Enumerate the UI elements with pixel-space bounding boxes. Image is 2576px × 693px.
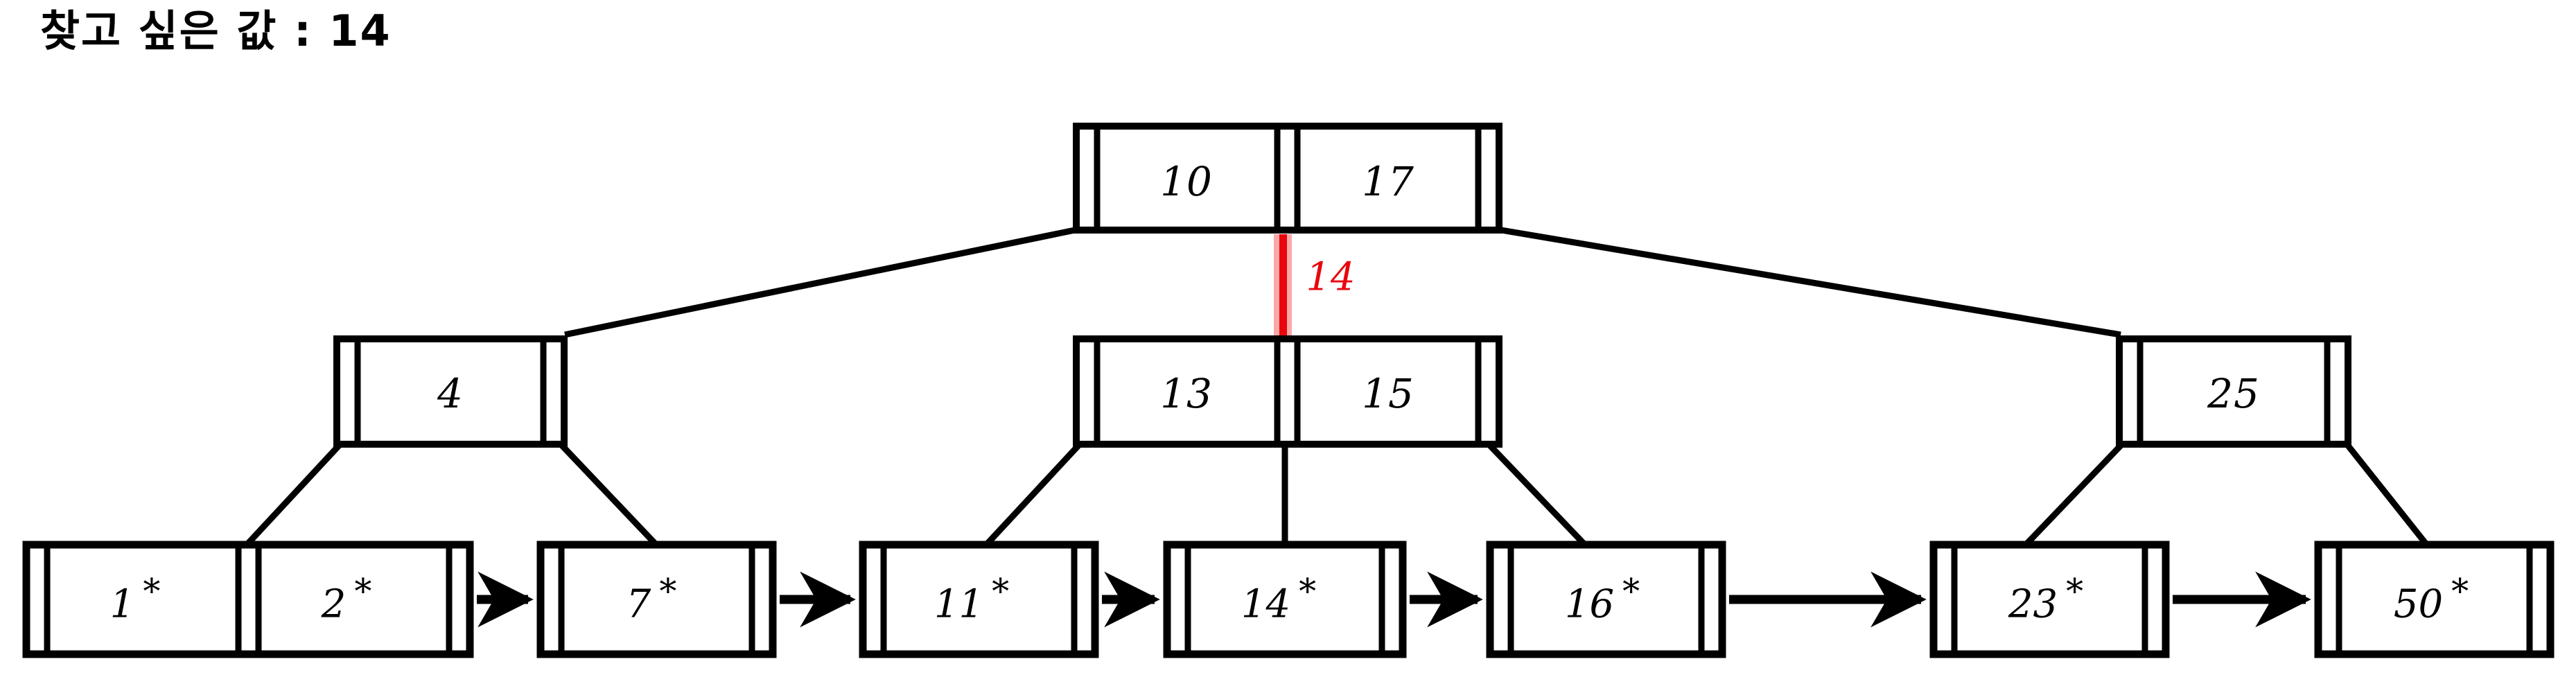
leaf-entry-1: 1* [109, 574, 161, 627]
leaf-entry-2: 2* [321, 574, 372, 627]
leaf-entry-16-value: 16 [1564, 581, 1615, 627]
leaf-entry-1-value: 1 [109, 581, 135, 627]
leaf-node-1-2-outer [22, 541, 474, 658]
leaf-entry-16: 16* [1564, 574, 1640, 627]
page-title: 찾고 싶은 값 : 14 [40, 6, 392, 56]
record-pointer-star-icon: * [659, 571, 677, 612]
leaf-node-14-outer [1163, 541, 1407, 658]
leaf-node-23[interactable] [1929, 541, 2170, 658]
leaf-entry-7: 7* [626, 574, 677, 627]
internal-left-key-0: 4 [437, 370, 464, 417]
edge-root-to-left-internal [564, 226, 1079, 338]
root-key-0: 10 [1160, 158, 1213, 205]
root-key-1: 17 [1362, 158, 1414, 205]
leaf-entry-11: 11* [934, 574, 1009, 627]
edge-left-internal-to-leaf-1-2 [245, 443, 342, 546]
record-pointer-star-icon: * [143, 571, 161, 612]
internal-mid-key-0: 13 [1160, 370, 1213, 417]
node-internal-right[interactable] [2116, 335, 2351, 448]
edge-left-internal-to-leaf-7 [559, 443, 658, 546]
leaf-entry-14-value: 14 [1241, 581, 1291, 627]
search-path-marker [1274, 234, 1292, 336]
edge-right-internal-to-leaf-50 [2345, 444, 2428, 545]
leaf-node-14[interactable] [1163, 541, 1407, 658]
record-pointer-star-icon: * [354, 571, 372, 612]
leaf-entry-23: 23* [2008, 574, 2083, 627]
leaf-entry-11-value: 11 [934, 581, 984, 627]
search-target-marker-label: 14 [1306, 254, 1356, 300]
record-pointer-star-icon: * [1622, 571, 1640, 612]
internal-mid-key-1: 15 [1362, 370, 1414, 417]
node-root[interactable] [1073, 123, 1502, 234]
node-internal-right-outer [2116, 335, 2351, 448]
leaf-entry-50: 50* [2393, 574, 2469, 627]
node-internal-mid-outer [1073, 335, 1502, 448]
leaf-node-23-outer [1929, 541, 2170, 658]
leaf-node-50[interactable] [2314, 541, 2555, 658]
leaf-node-7[interactable] [536, 541, 777, 658]
leaf-node-16[interactable] [1486, 541, 1726, 658]
leaf-entry-2-value: 2 [321, 581, 347, 627]
edge-right-internal-to-leaf-23 [2024, 443, 2123, 546]
search-marker-core [1279, 234, 1287, 336]
leaf-node-50-outer [2314, 541, 2555, 658]
record-pointer-star-icon: * [992, 571, 1010, 612]
leaf-node-16-outer [1486, 541, 1726, 658]
leaf-entry-14: 14* [1241, 574, 1316, 627]
node-internal-left-outer [333, 335, 568, 448]
edge-group [245, 226, 2428, 546]
edge-root-to-right-internal [1496, 226, 2121, 338]
internal-right-key-0: 25 [2207, 370, 2260, 417]
record-pointer-star-icon: * [1299, 571, 1317, 612]
edge-mid-internal-to-leaf-11 [985, 443, 1081, 546]
leaf-node-7-outer [536, 541, 777, 658]
leaf-node-11[interactable] [859, 541, 1099, 658]
node-root-outer [1073, 123, 1502, 234]
leaf-entry-7-value: 7 [626, 581, 651, 627]
leaf-node-11-outer [859, 541, 1099, 658]
leaf-node-1-2[interactable] [22, 541, 474, 658]
node-internal-mid[interactable] [1073, 335, 1502, 448]
record-pointer-star-icon: * [2066, 571, 2084, 612]
leaf-entry-23-value: 23 [2008, 581, 2058, 627]
node-internal-left[interactable] [333, 335, 568, 448]
edge-mid-internal-to-leaf-16 [1487, 443, 1586, 546]
record-pointer-star-icon: * [2451, 571, 2469, 612]
leaf-entry-50-value: 50 [2393, 581, 2444, 627]
